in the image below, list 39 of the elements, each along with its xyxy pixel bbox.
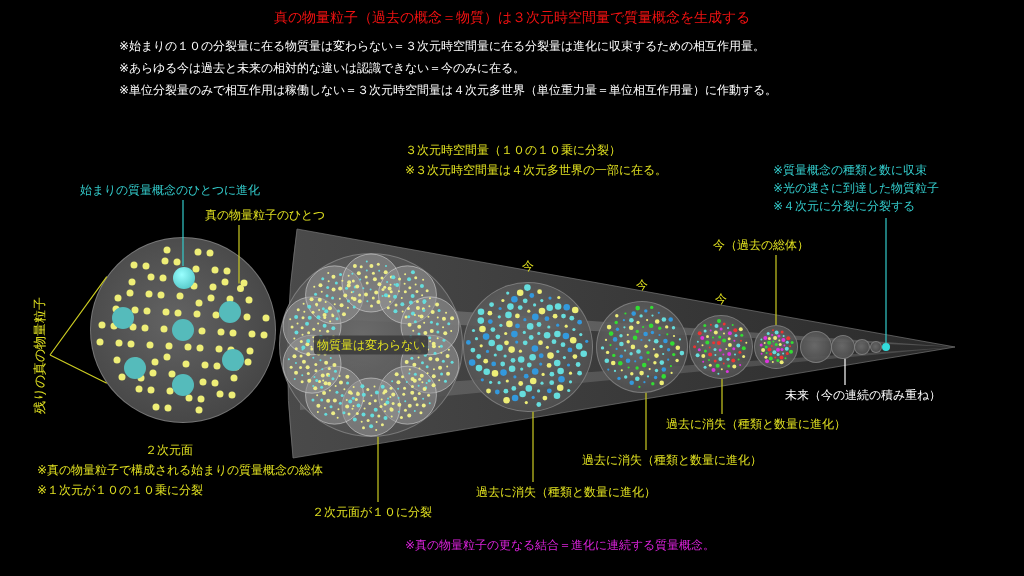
note-text: ３次元時空間量（１０の１０乗に分裂） xyxy=(405,142,621,158)
leader-line xyxy=(377,436,379,503)
callout-text: 過去に消失（種類と数量に進化） xyxy=(666,416,846,432)
leader-line xyxy=(182,199,184,267)
callout-text: 過去に消失（種類と数量に進化） xyxy=(582,452,762,468)
particle xyxy=(882,343,890,351)
particle xyxy=(236,284,244,292)
sphere-caption: ※１次元が１０の１０乗に分裂 xyxy=(37,482,204,498)
note-text: ※３次元時空間量は４次元多世界の一部に在る。 xyxy=(405,162,668,178)
leader-line xyxy=(532,411,534,483)
leader-line xyxy=(844,358,846,386)
callout-text: ※４次元に分裂に分裂する xyxy=(773,198,917,214)
callout-text: ２次元面が１０に分裂 xyxy=(312,504,432,520)
caption: ※真の物量粒子の更なる結合＝進化に連続する質量概念。 xyxy=(405,537,716,553)
callout-text: 未来（今の連続の積み重ね） xyxy=(785,387,941,403)
now-label: 今 xyxy=(522,258,534,274)
title: 真の物量粒子（過去の概念＝物質）は３次元時空間量で質量概念を生成する xyxy=(274,8,750,26)
leader-line xyxy=(49,276,108,384)
sphere-caption: ※真の物量粒子で構成される始まりの質量概念の総体 xyxy=(37,462,324,478)
leader-line xyxy=(775,254,777,326)
sphere-caption: ２次元面 xyxy=(145,442,193,458)
now-label: 今 xyxy=(715,291,727,307)
leader-line xyxy=(238,224,240,285)
callout-text: 始まりの質量概念のひとつに進化 xyxy=(80,182,260,198)
note-text: ※単位分裂量のみで相互作用は稼働しない＝３次元時空間量は４次元多世界（単位重力量＝単位相互作用量）に作動する。 xyxy=(119,82,778,98)
callout-text: 過去に消失（種類と数量に進化） xyxy=(476,484,656,500)
callout-text: 今（過去の総体） xyxy=(713,237,809,253)
callout-text: ※質量概念の種類と数に収束 xyxy=(773,162,929,178)
sphere-label: 物質量は変わらない xyxy=(314,335,428,355)
particle xyxy=(173,267,195,289)
callout-text: 残りの真の物量粒子 xyxy=(32,296,48,414)
leader-line xyxy=(721,378,723,415)
now-label: 今 xyxy=(636,277,648,293)
note-text: ※あらゆる今は過去と未来の相対的な違いは認識できない＝今のみに在る。 xyxy=(119,60,526,76)
note-text: ※始まりの１０の分裂量に在る物質量は変わらない＝３次元時空間量に在る分裂量は進化に収束するための相互作用量。 xyxy=(119,38,766,54)
leader-line xyxy=(885,217,887,344)
leader-line xyxy=(645,392,647,451)
callout-text: 真の物量粒子のひとつ xyxy=(205,207,325,223)
callout-text: ※光の速さに到達した物質粒子 xyxy=(773,180,940,196)
